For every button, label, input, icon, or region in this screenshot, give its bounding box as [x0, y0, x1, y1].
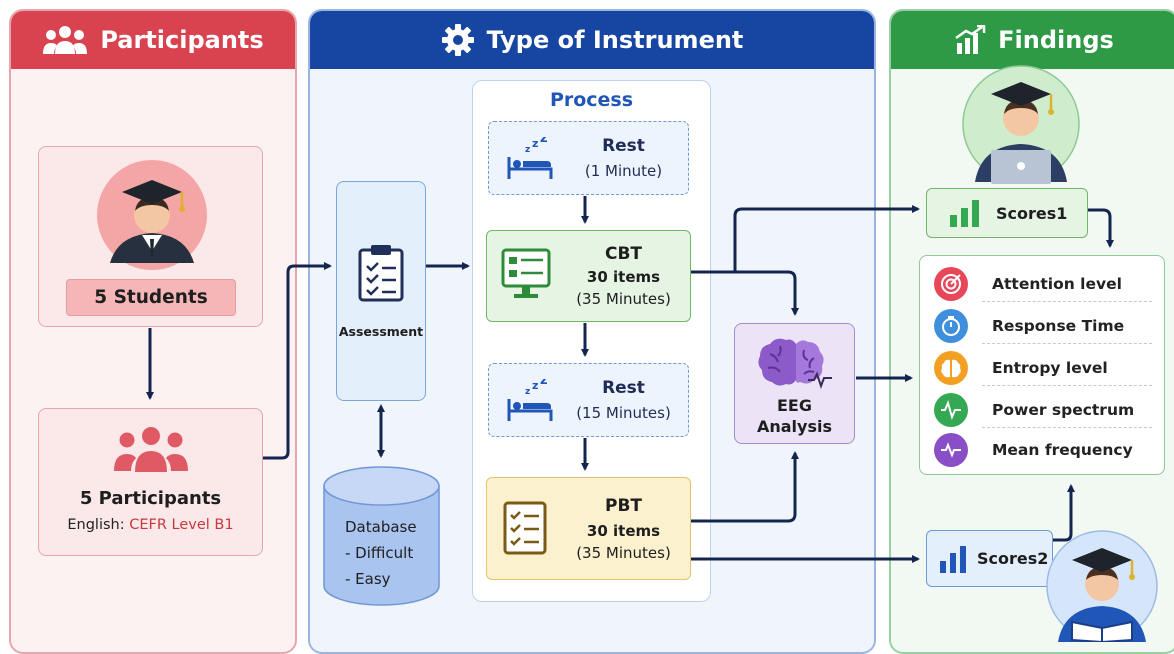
- metric-divider: [982, 385, 1152, 386]
- arrow-cbt-to-scores1: [733, 205, 920, 272]
- arrow-pbt-to-eeg: [691, 451, 799, 523]
- group-icon: [43, 26, 88, 54]
- database-text: Database - Difficult - Easy: [345, 514, 440, 592]
- students-count-label: 5 Students: [94, 287, 208, 308]
- participants-header: Participants: [11, 11, 295, 69]
- cefr-level: CEFR Level B1: [129, 517, 234, 533]
- scores1-box: Scores1: [926, 188, 1088, 238]
- participants-title: Participants: [100, 26, 264, 54]
- cbt-step-text: CBT 30 items (35 Minutes): [557, 231, 690, 321]
- scores2-label: Scores2: [977, 549, 1049, 568]
- sleep-bed-icon: z z z: [507, 379, 553, 421]
- assessment-box: Assessment: [336, 181, 426, 401]
- cbt-title: CBT: [604, 244, 643, 264]
- assessment-label: Assessment: [338, 323, 424, 339]
- chart-up-icon: [955, 25, 986, 54]
- cbt-duration: (35 Minutes): [576, 290, 671, 308]
- rest-step-1-title: Rest: [602, 136, 645, 156]
- svg-text:z: z: [532, 379, 538, 392]
- brain-wave-icon: [757, 338, 832, 389]
- brain-icon: [934, 351, 968, 385]
- student-avatar: [96, 159, 208, 271]
- pbt-step: PBT 30 items (35 Minutes): [486, 477, 691, 580]
- pbt-items: 30 items: [586, 521, 661, 540]
- stopwatch-icon: [934, 309, 968, 343]
- svg-text:z: z: [540, 379, 548, 388]
- rest-step-2-duration: (15 Minutes): [576, 404, 671, 422]
- metric-divider: [982, 427, 1152, 428]
- metric-row-power-spectrum: Power spectrum: [934, 390, 1144, 430]
- metric-label-power-spectrum: Power spectrum: [992, 401, 1135, 419]
- bar-chart-icon: [950, 200, 979, 227]
- arrow-scores1-to-metrics: [1088, 208, 1114, 248]
- eeg-label-line2: Analysis: [756, 416, 832, 436]
- english-prefix: English:: [67, 517, 125, 533]
- process-title: Process: [549, 89, 634, 111]
- english-level-line: English: CEFR Level B1: [67, 517, 233, 533]
- paper-checklist-icon: [503, 501, 547, 555]
- metric-row-attention: Attention level: [934, 264, 1144, 304]
- sleep-bed-icon: z z z: [507, 137, 553, 179]
- arrow-cbt-to-eeg: [691, 270, 799, 316]
- graduate-laptop-avatar: [961, 64, 1081, 184]
- svg-text:z: z: [540, 137, 548, 146]
- metric-label-mean-frequency: Mean frequency: [992, 441, 1133, 459]
- database-item-easy: - Easy: [345, 570, 391, 588]
- gear-icon: [441, 24, 474, 56]
- target-icon: [934, 267, 968, 301]
- svg-text:z: z: [525, 387, 530, 397]
- metric-label-response-time: Response Time: [992, 317, 1125, 335]
- arrow-participants-to-assessment: [263, 262, 332, 460]
- metric-divider: [982, 343, 1152, 344]
- rest-step-2-title: Rest: [602, 378, 645, 398]
- rest-step-1-duration: (1 Minute): [584, 162, 663, 180]
- pbt-title: PBT: [604, 495, 642, 516]
- database-title: Database: [345, 518, 417, 536]
- findings-title: Findings: [998, 26, 1114, 54]
- participants-card: 5 Participants English: CEFR Level B1: [38, 408, 263, 556]
- clipboard-checklist-icon: [358, 244, 404, 301]
- database-item-difficult: - Difficult: [345, 544, 414, 562]
- instrument-title: Type of Instrument: [486, 26, 744, 54]
- rest-step-2: z z z Rest (15 Minutes): [488, 363, 689, 437]
- arrow-scores2-to-metrics: [1053, 484, 1075, 542]
- students-card: 5 Students: [38, 146, 263, 327]
- metric-row-response-time: Response Time: [934, 306, 1144, 346]
- findings-header: Findings: [891, 11, 1174, 69]
- scores2-box: Scores2: [926, 530, 1053, 587]
- scores1-label: Scores1: [996, 203, 1068, 223]
- bar-chart-icon: [940, 545, 966, 573]
- pulse-icon: [934, 433, 968, 467]
- metric-label-entropy: Entropy level: [992, 359, 1108, 377]
- participants-count: 5 Participants: [79, 488, 222, 509]
- cbt-items: 30 items: [586, 268, 661, 286]
- metric-divider: [982, 301, 1152, 302]
- rest-step-1: z z z Rest (1 Minute): [488, 121, 689, 195]
- pbt-duration: (35 Minutes): [576, 543, 671, 562]
- svg-text:z: z: [532, 137, 538, 150]
- graduate-reading-avatar: [1046, 530, 1158, 644]
- eeg-label-line1: EEG: [777, 395, 812, 415]
- pbt-step-text: PBT 30 items (35 Minutes): [557, 478, 690, 579]
- metric-label-attention: Attention level: [992, 275, 1122, 293]
- waveform-icon: [934, 393, 968, 427]
- metric-row-mean-frequency: Mean frequency: [934, 430, 1144, 470]
- eeg-analysis-box: EEG Analysis: [734, 323, 855, 444]
- computer-checklist-icon: [501, 248, 551, 298]
- database-cylinder: Database - Difficult - Easy: [323, 466, 440, 607]
- rest-step-1-text: Rest (1 Minute): [559, 122, 688, 194]
- metrics-box: Attention level Response Time Entropy le…: [919, 255, 1165, 475]
- svg-text:z: z: [525, 145, 530, 155]
- instrument-header: Type of Instrument: [310, 11, 874, 69]
- people-group-icon: [113, 427, 188, 472]
- cbt-step: CBT 30 items (35 Minutes): [486, 230, 691, 322]
- metric-row-entropy: Entropy level: [934, 348, 1144, 388]
- students-count-badge: 5 Students: [66, 279, 236, 316]
- rest-step-2-text: Rest (15 Minutes): [559, 364, 688, 436]
